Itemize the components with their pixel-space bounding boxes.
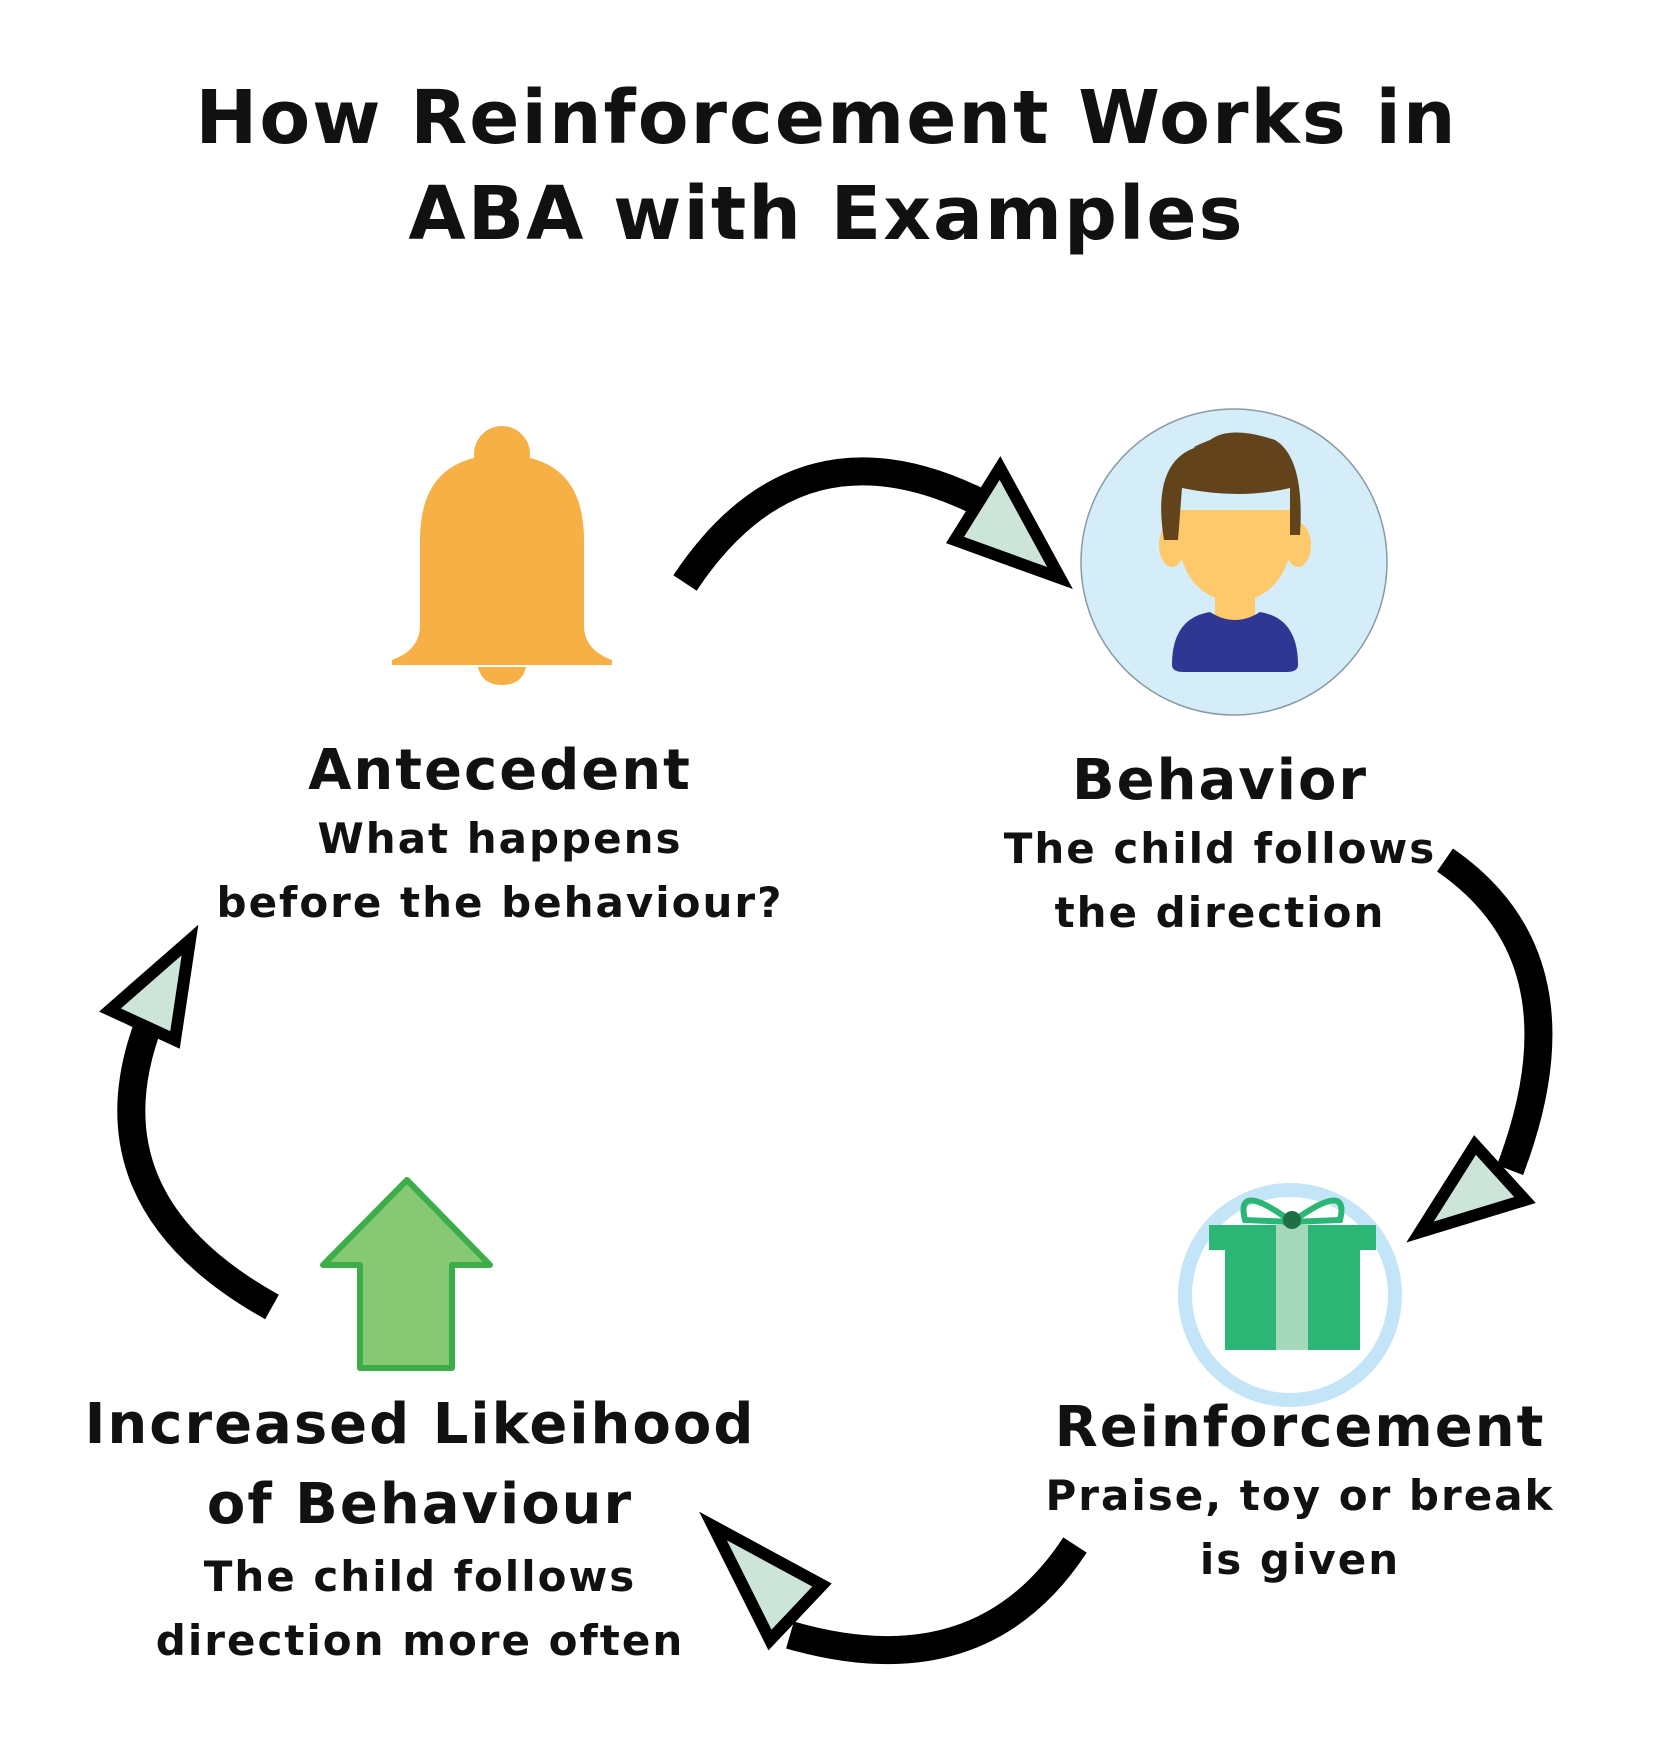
step-increased-likelihood: Increased Likeihood of Behaviour The chi… (60, 1385, 780, 1673)
step-reinforcement: Reinforcement Praise, toy or break is gi… (1000, 1392, 1600, 1592)
gift-icon (1178, 1183, 1402, 1407)
step-behavior: Behavior The child follows the direction (960, 745, 1480, 945)
cycle-arrow-antecedent-to-behavior (673, 456, 1073, 591)
cycle-arrow-head (1406, 1135, 1536, 1243)
step-description-line: the direction (1054, 888, 1386, 937)
step-heading-line: Increased Likeihood (84, 1392, 756, 1457)
cycle-arrow-line (673, 457, 992, 591)
step-description-line: is given (1199, 1535, 1401, 1584)
step-description-line: before the behaviour? (216, 878, 784, 927)
step-antecedent: Antecedent What happens before the behav… (180, 735, 820, 935)
step-heading: Behavior (1071, 748, 1369, 813)
step-description-line: Praise, toy or break (1045, 1471, 1555, 1520)
step-description-line: The child follows (203, 1552, 637, 1601)
title-line-1: How Reinforcement Works in (195, 75, 1458, 161)
step-heading: Antecedent (308, 738, 692, 803)
bell-icon (392, 426, 612, 685)
step-description-line: What happens (317, 814, 683, 863)
cycle-arrow-head (99, 924, 199, 1049)
step-heading-line: of Behaviour (206, 1472, 634, 1537)
cycle-arrow-head (699, 1511, 832, 1651)
child-icon (1080, 408, 1388, 716)
step-description-line: direction more often (155, 1616, 685, 1665)
cycle-arrow-line (786, 1537, 1087, 1665)
cycle-arrow-likelihood-to-antecedent (99, 924, 279, 1320)
title-line-2: ABA with Examples (408, 171, 1245, 257)
step-heading: Reinforcement (1054, 1395, 1546, 1460)
cycle-arrow-behavior-to-reinforcement (1406, 848, 1553, 1243)
cycle-arrow-reinforcement-to-likelihood (699, 1511, 1087, 1665)
up-arrow-icon (320, 1177, 493, 1371)
cycle-arrow-line (117, 1014, 279, 1320)
cycle-arrow-head (945, 456, 1073, 590)
step-description-line: The child follows (1003, 824, 1437, 873)
cycle-arrow-line (1436, 848, 1553, 1175)
page-title: How Reinforcement Works in ABA with Exam… (0, 70, 1653, 262)
